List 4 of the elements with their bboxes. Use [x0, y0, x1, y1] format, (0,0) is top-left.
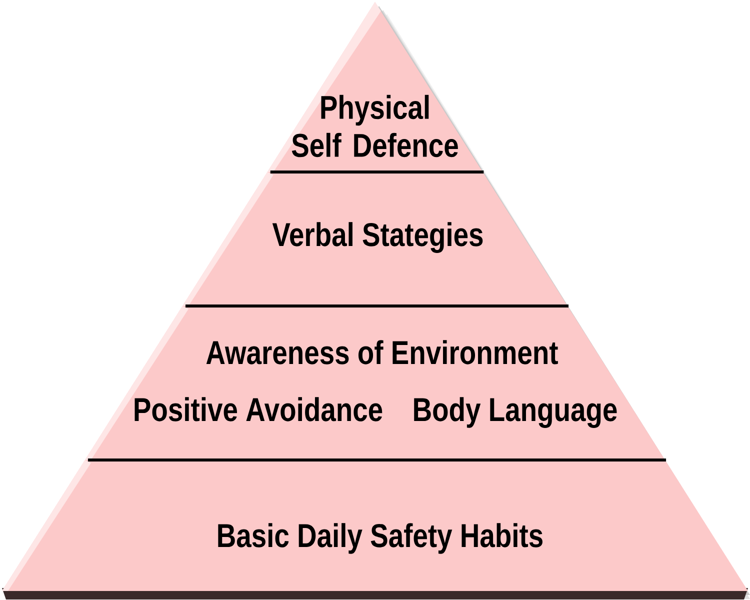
- pyramid-band: Basic Daily Safety Habits: [2, 460, 748, 591]
- pyramid-band: Physical Self Defence: [267, 2, 483, 172]
- pyramid-band: Awareness of Environment Positive Avoidance Body Language: [84, 306, 666, 460]
- pyramid-band: Verbal Stategies: [182, 172, 568, 306]
